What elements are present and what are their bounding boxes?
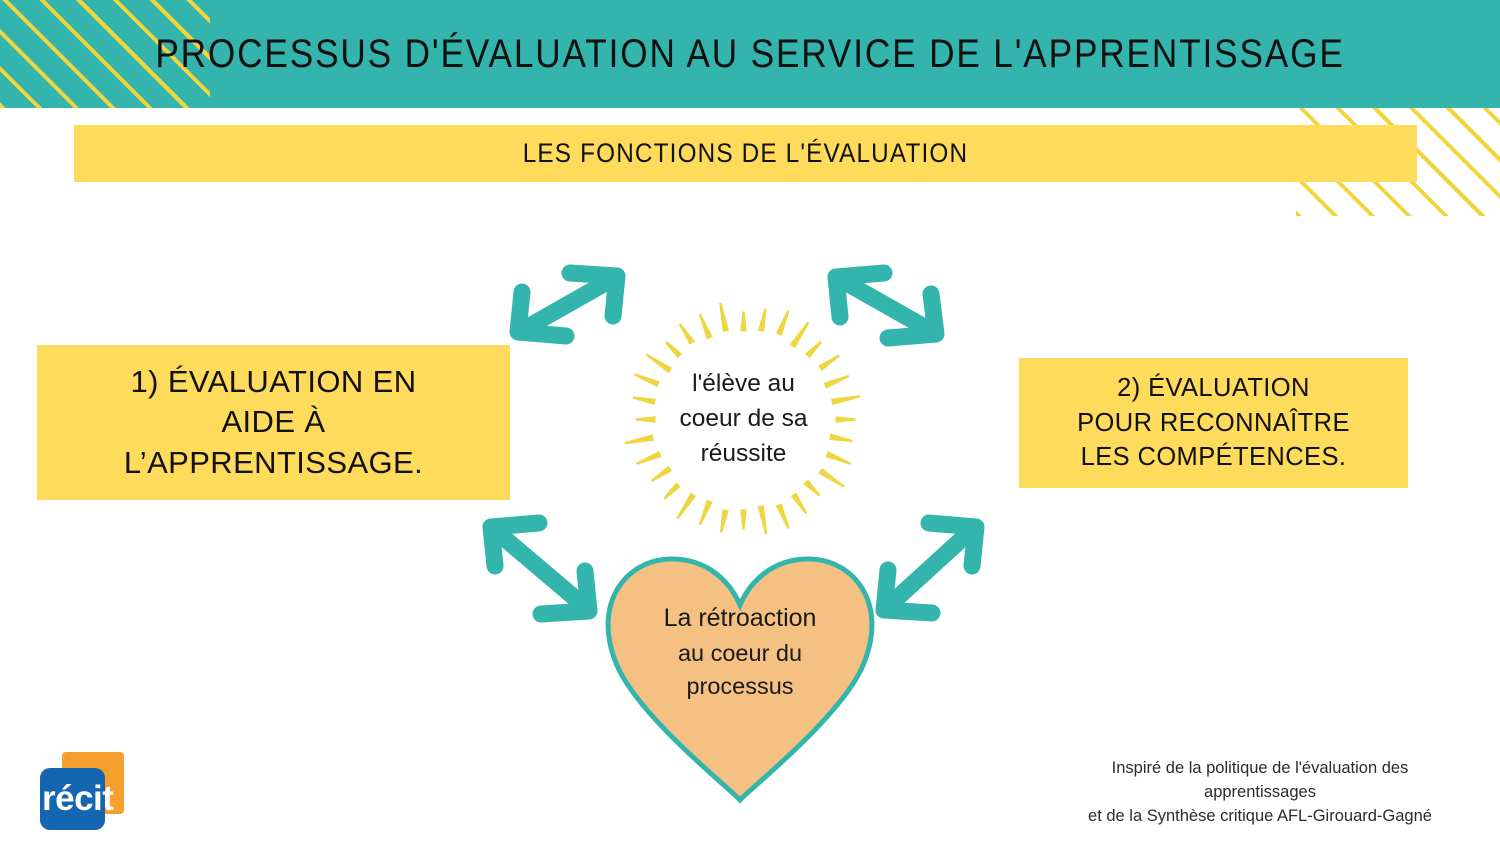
source-credit: Inspiré de la politique de l'évaluation … [1088,759,1432,825]
function-box-1-label: 1) ÉVALUATION EN AIDE À L’APPRENTISSAGE. [123,363,424,480]
heart-label: La rétroaction au coeur du processus [600,551,880,807]
function-box-2-label: 2) ÉVALUATION POUR RECONNAÎTRE LES COMPÉ… [1077,373,1350,472]
arrow-bottom-right [875,514,985,622]
page-title: PROCESSUS D'ÉVALUATION AU SERVICE DE L'A… [155,31,1345,76]
diagonal-stripes-decoration-left [0,0,210,108]
subtitle-label: LES FONCTIONS DE L'ÉVALUATION [522,138,969,168]
arrow-top-left [509,264,626,345]
function-box-2[interactable]: 2) ÉVALUATION POUR RECONNAÎTRE LES COMPÉ… [1019,358,1408,488]
function-box-1[interactable]: 1) ÉVALUATION EN AIDE À L’APPRENTISSAGE. [37,345,510,500]
logo-wordmark: récit [42,779,114,818]
sun-label: l'élève au coeur de sa réussite [679,370,808,467]
heart-icon [605,556,875,804]
arrow-bottom-left [482,514,598,623]
sun-rays-icon [624,302,861,535]
heart-label-line3: processus [686,672,794,699]
heart-shape: La rétroaction au coeur du processus [600,551,880,807]
header-banner: PROCESSUS D'ÉVALUATION AU SERVICE DE L'A… [0,0,1500,108]
subtitle-bar: LES FONCTIONS DE L'ÉVALUATION [74,125,1417,182]
logo-blue-square [40,768,105,830]
heart-label-line1: La rétroaction [663,604,817,632]
sun-burst: l'élève au coeur de sa réussite [616,292,871,547]
recit-logo[interactable]: récit [40,752,128,834]
heart-label-line2: au coeur du [677,639,803,666]
